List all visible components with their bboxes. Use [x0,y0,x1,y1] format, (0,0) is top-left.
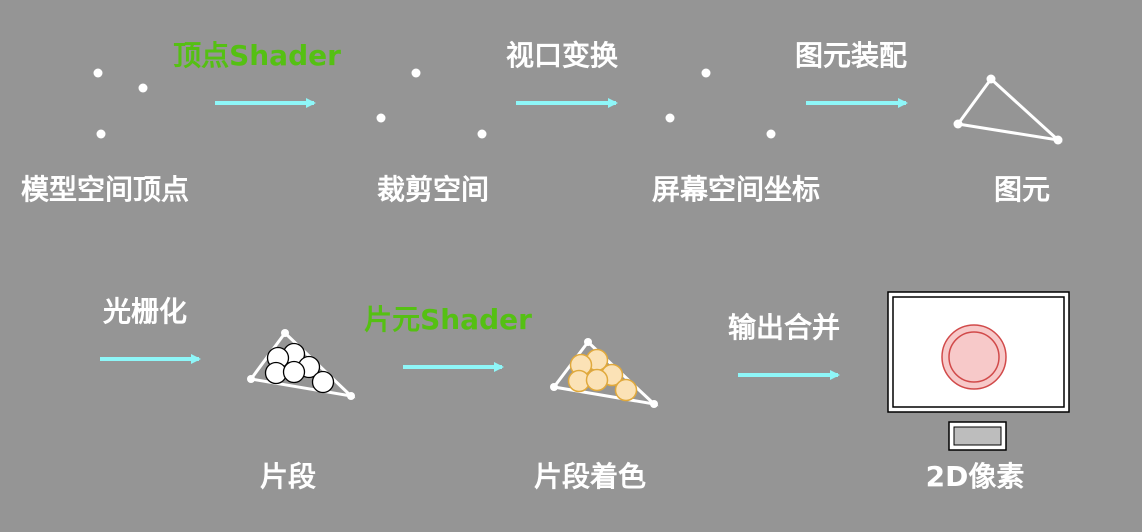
monitor-icon [887,291,1070,451]
rendered-pixel-circle [941,324,1007,390]
stage-2d-pixels-label: 2D像素 [925,460,1025,493]
stage-model-space-label: 模型空间顶点 [20,173,190,206]
step-fragment-shader-label: 片元Shader [364,303,532,336]
shaded-fragments-graphic [550,338,659,408]
step-primitive-assembly-label: 图元装配 [794,39,908,72]
step-rasterization-label: 光栅化 [102,295,188,328]
stage-shaded-fragments-label: 片段着色 [533,460,647,493]
stage-fragments-label: 片段 [259,460,317,493]
stage-primitive-label: 图元 [993,173,1051,206]
step-viewport-transform-label: 视口变换 [505,39,619,72]
stage-screen-space-label: 屏幕空间坐标 [651,173,821,206]
stage-clip-space-label: 裁剪空间 [376,173,490,206]
primitive-triangle [953,74,1063,145]
step-output-merge-label: 输出合并 [727,311,841,344]
step-vertex-shader-label: 顶点Shader [173,39,341,72]
clip-space-vertices [376,68,487,139]
model-space-vertices [93,68,148,139]
fragments-graphic [247,329,356,400]
screen-space-vertices [665,68,776,139]
